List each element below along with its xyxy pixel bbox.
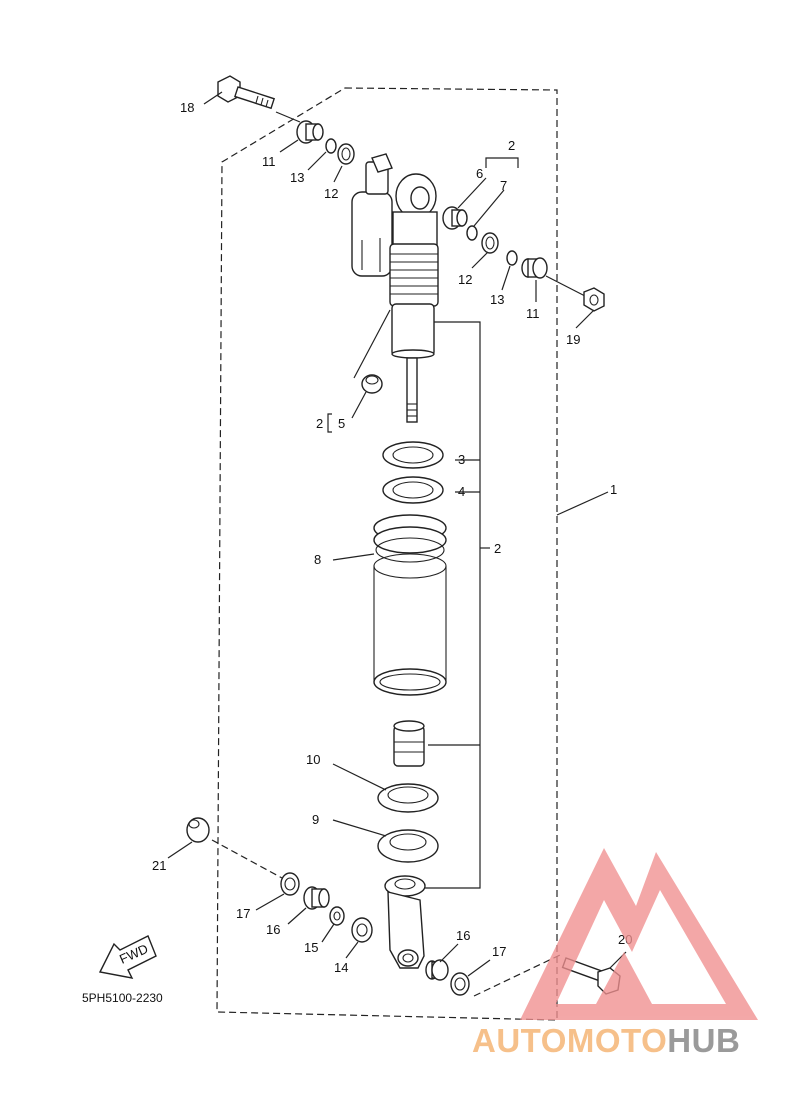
label-12-right: 12 bbox=[458, 272, 472, 287]
seat-9 bbox=[377, 829, 439, 863]
ring-nut-3 bbox=[382, 441, 444, 469]
label-5: 5 bbox=[338, 416, 345, 431]
label-12-top: 12 bbox=[324, 186, 338, 201]
label-7: 7 bbox=[500, 178, 507, 193]
bump-stop bbox=[393, 720, 425, 767]
label-19: 19 bbox=[566, 332, 580, 347]
label-6: 6 bbox=[476, 166, 483, 181]
bearing-14 bbox=[351, 917, 373, 943]
watermark-part2: HUB bbox=[667, 1022, 740, 1059]
spring-8 bbox=[373, 514, 447, 696]
ring-nut-4 bbox=[382, 476, 444, 504]
reservoir bbox=[351, 153, 393, 277]
oring-13-top bbox=[325, 138, 337, 154]
bolt-18 bbox=[217, 75, 276, 110]
label-2-left: 2 bbox=[316, 416, 323, 431]
label-13-top: 13 bbox=[290, 170, 304, 185]
label-13-right: 13 bbox=[490, 292, 504, 307]
cap-21 bbox=[186, 817, 210, 843]
label-1: 1 bbox=[610, 482, 617, 497]
label-17-left: 17 bbox=[236, 906, 250, 921]
diagram-code: 5PH5100-2230 bbox=[82, 991, 163, 1005]
watermark-text: AUTOMOTOHUB bbox=[472, 1022, 740, 1059]
watermark-part1: AUTOMOTO bbox=[472, 1022, 667, 1059]
collar-6 bbox=[442, 206, 468, 230]
label-8: 8 bbox=[314, 552, 321, 567]
label-2-right: 2 bbox=[494, 541, 501, 556]
label-9: 9 bbox=[312, 812, 319, 827]
bushing-12-top bbox=[337, 143, 355, 165]
washer-17-right bbox=[450, 972, 470, 996]
bushing-15 bbox=[329, 906, 345, 926]
collar-16-left bbox=[303, 886, 330, 910]
label-2-top: 2 bbox=[508, 138, 515, 153]
label-3: 3 bbox=[458, 452, 465, 467]
part-5 bbox=[361, 374, 383, 394]
watermark-logo-icon bbox=[520, 848, 758, 1020]
label-17-right: 17 bbox=[492, 944, 506, 959]
label-11-top: 11 bbox=[262, 154, 276, 169]
label-18: 18 bbox=[180, 100, 194, 115]
label-11-right: 11 bbox=[526, 306, 540, 321]
lower-clevis bbox=[384, 875, 426, 969]
label-4: 4 bbox=[458, 484, 465, 499]
leader-lines bbox=[167, 91, 627, 977]
label-15: 15 bbox=[304, 940, 318, 955]
collar-11-right bbox=[521, 257, 548, 279]
assembly-boundary bbox=[216, 87, 558, 1021]
damper-body bbox=[391, 303, 435, 357]
spring-seat-10 bbox=[377, 783, 439, 813]
label-14: 14 bbox=[334, 960, 348, 975]
collar-11-top bbox=[296, 120, 324, 144]
fwd-arrow-icon: FWD bbox=[98, 935, 157, 979]
shock-threaded-body bbox=[389, 243, 439, 307]
label-16-right: 16 bbox=[456, 928, 470, 943]
damper-shaft bbox=[406, 357, 418, 423]
oring-7 bbox=[466, 225, 478, 241]
shock-top-eye bbox=[392, 173, 438, 249]
subassembly-bracket bbox=[422, 321, 481, 889]
label-21: 21 bbox=[152, 858, 166, 873]
collar-16-right bbox=[425, 959, 449, 981]
washer-17-left bbox=[280, 872, 300, 896]
bushing-12-right bbox=[481, 232, 499, 254]
label-16-left: 16 bbox=[266, 922, 280, 937]
oring-13-right bbox=[506, 250, 518, 266]
nut-19 bbox=[583, 287, 605, 312]
label-10: 10 bbox=[306, 752, 320, 767]
